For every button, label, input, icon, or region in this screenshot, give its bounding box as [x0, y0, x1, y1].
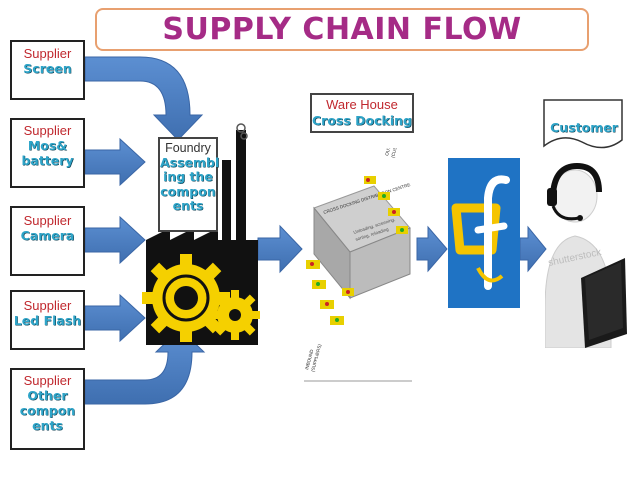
arrow-camera-to-foundry — [84, 215, 146, 265]
arrow-logo-to-customer — [519, 225, 547, 273]
gear-small — [210, 290, 260, 340]
customer-label: Customer — [550, 120, 618, 135]
gear-large — [142, 254, 230, 342]
foundry-desc-line: Assembl — [160, 154, 220, 170]
title-box: SUPPLY CHAIN FLOW — [95, 8, 589, 51]
svg-text:(CUSTOMERS): (CUSTOMERS) — [390, 148, 403, 158]
customer-label-shape — [543, 99, 623, 149]
arrow-led-to-foundry — [84, 293, 146, 343]
foundry-desc-line: ing the — [163, 169, 213, 184]
foundry-box: Foundry Assembl ing the compon ents — [158, 137, 220, 232]
svg-text:OUTBOUND: OUTBOUND — [384, 148, 396, 156]
arrow-screen-to-foundry — [84, 56, 204, 141]
supplier-box-camera: Supplier Camera — [10, 206, 85, 276]
inbound-label: INBOUND — [304, 348, 314, 370]
supplier-label: Supplier — [23, 298, 72, 313]
supplier-item: Other — [27, 388, 68, 403]
supplier-box-mos-battery: Supplier Mos& battery — [10, 118, 85, 188]
supplier-item: Mos& — [27, 138, 68, 153]
outbound-sub-label: (CUSTOMERS) — [390, 148, 403, 158]
supplier-label: Supplier — [23, 213, 72, 228]
arrow-other-to-foundry — [84, 328, 206, 405]
supplier-item: compon — [19, 403, 76, 418]
supplier-box-other-components: Supplier Other compon ents — [10, 368, 85, 450]
trucks-inbound — [306, 260, 354, 325]
supplier-item: ents — [32, 418, 63, 433]
supplier-label: Supplier — [23, 123, 72, 138]
svg-text:INBOUND: INBOUND — [304, 348, 314, 370]
supplier-label: Supplier — [23, 46, 72, 61]
factory-gears-icon — [142, 123, 260, 345]
warehouse-label: Ware House — [326, 97, 398, 112]
supplier-item: Led Flash — [13, 313, 82, 328]
supplier-box-screen: Supplier Screen — [10, 40, 85, 100]
foundry-label: Foundry — [165, 141, 211, 155]
page-title: SUPPLY CHAIN FLOW — [162, 12, 522, 47]
building-side — [349, 227, 411, 299]
supplier-item: Camera — [20, 228, 75, 243]
supplier-item: battery — [21, 153, 74, 168]
arrow-foundry-to-warehouse — [257, 224, 303, 274]
arrow-mos-to-foundry — [84, 137, 146, 187]
trucks-outbound — [364, 176, 408, 234]
arrow-warehouse-to-logo — [416, 225, 448, 273]
warehouse-box: Ware House Cross Docking — [310, 93, 414, 133]
supplier-box-led-flash: Supplier Led Flash — [10, 290, 85, 350]
supplier-label: Supplier — [23, 373, 72, 388]
warehouse-desc: Cross Docking — [312, 113, 412, 128]
customer-label-wrap: Customer — [546, 120, 622, 135]
cross-dock-illustration: CROSS DOCKING DISTRIBUTION CENTRE Unload… — [304, 148, 412, 382]
supplier-item: Screen — [23, 61, 72, 76]
foundry-desc-line: compon — [160, 183, 216, 199]
foundry-desc-line: ents — [172, 198, 204, 213]
customer-support-icon: shutterstock — [545, 162, 627, 348]
outbound-label: OUTBOUND — [384, 148, 396, 156]
flipkart-logo-icon — [448, 158, 520, 308]
